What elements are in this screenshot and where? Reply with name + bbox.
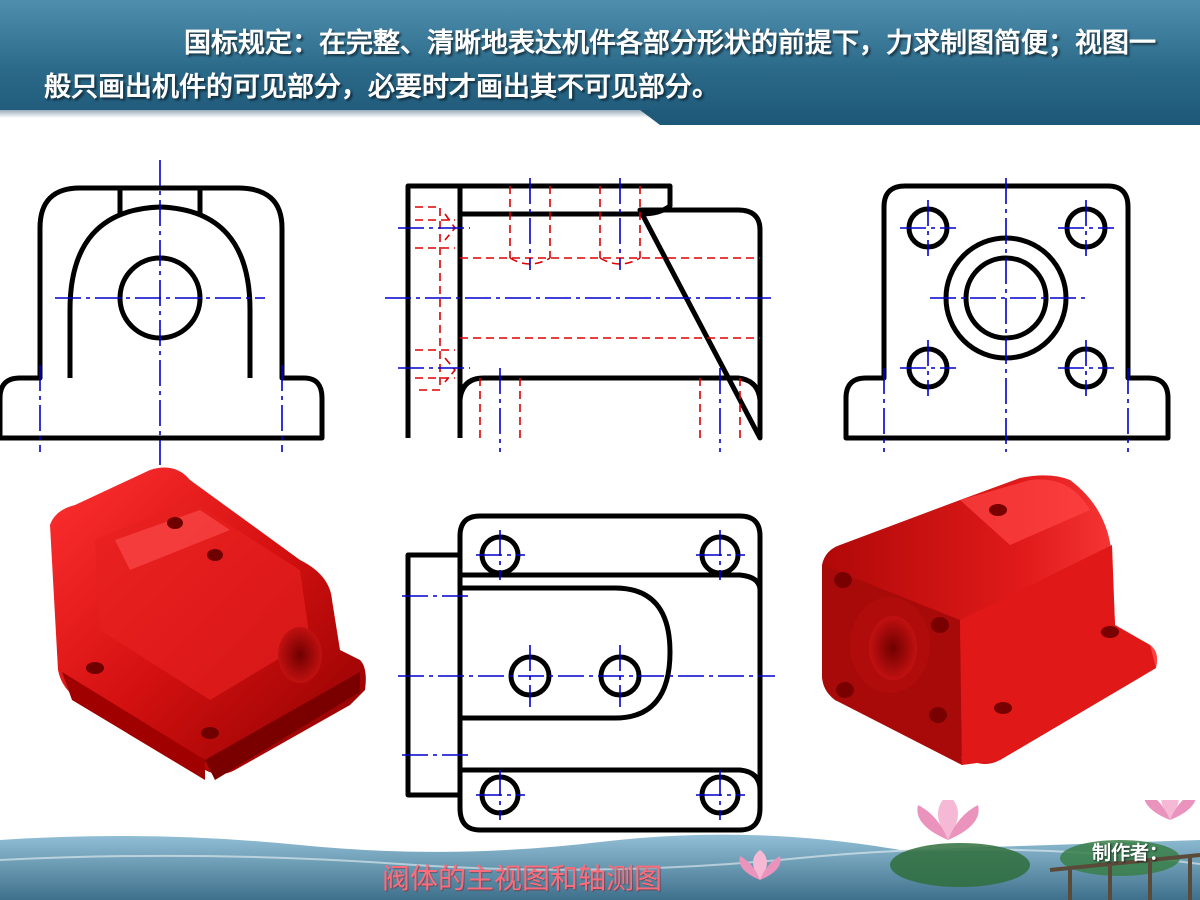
- footer-decoration: [0, 800, 1200, 900]
- front-view: [0, 185, 325, 441]
- end-view-outline: [843, 183, 1171, 441]
- front-view-center-lines: [39, 160, 283, 465]
- top-view-center-lines: [398, 530, 775, 820]
- standard-note: 国标规定：在完整、清晰地表达机件各部分形状的前提下，力求制图简便；视图一般只画出…: [44, 28, 1156, 103]
- side-view-center-lines: [385, 178, 775, 452]
- title-banner: [0, 0, 1200, 125]
- top-view-boss: [457, 585, 673, 770]
- title-banner-shadow: [0, 110, 650, 118]
- lotus-flower-3: [739, 850, 781, 880]
- lotus-flower-1: [917, 800, 979, 840]
- top-view-base-upper: [460, 572, 763, 591]
- end-view-center-lines: [883, 178, 1129, 452]
- side-view-base-step: [457, 375, 763, 438]
- top-view-outline: [405, 513, 763, 833]
- railing: [1049, 853, 1200, 900]
- side-view: [405, 183, 763, 441]
- side-view-outline: [405, 183, 763, 441]
- isometric-bore: [278, 627, 322, 683]
- lotus-flower-2: [1144, 800, 1196, 820]
- figure-caption: 阀体的主视图和轴测图: [382, 862, 663, 895]
- top-view: [405, 513, 763, 833]
- author-label: 制作者：: [1092, 842, 1169, 864]
- front-view-outline: [0, 185, 325, 441]
- top-view-base-lower: [460, 767, 763, 791]
- side-view-hidden-lines: [415, 186, 760, 438]
- isometric-render-back-right: [822, 475, 1158, 765]
- isometric-render-front-left: [50, 467, 366, 780]
- end-view: [843, 183, 1171, 441]
